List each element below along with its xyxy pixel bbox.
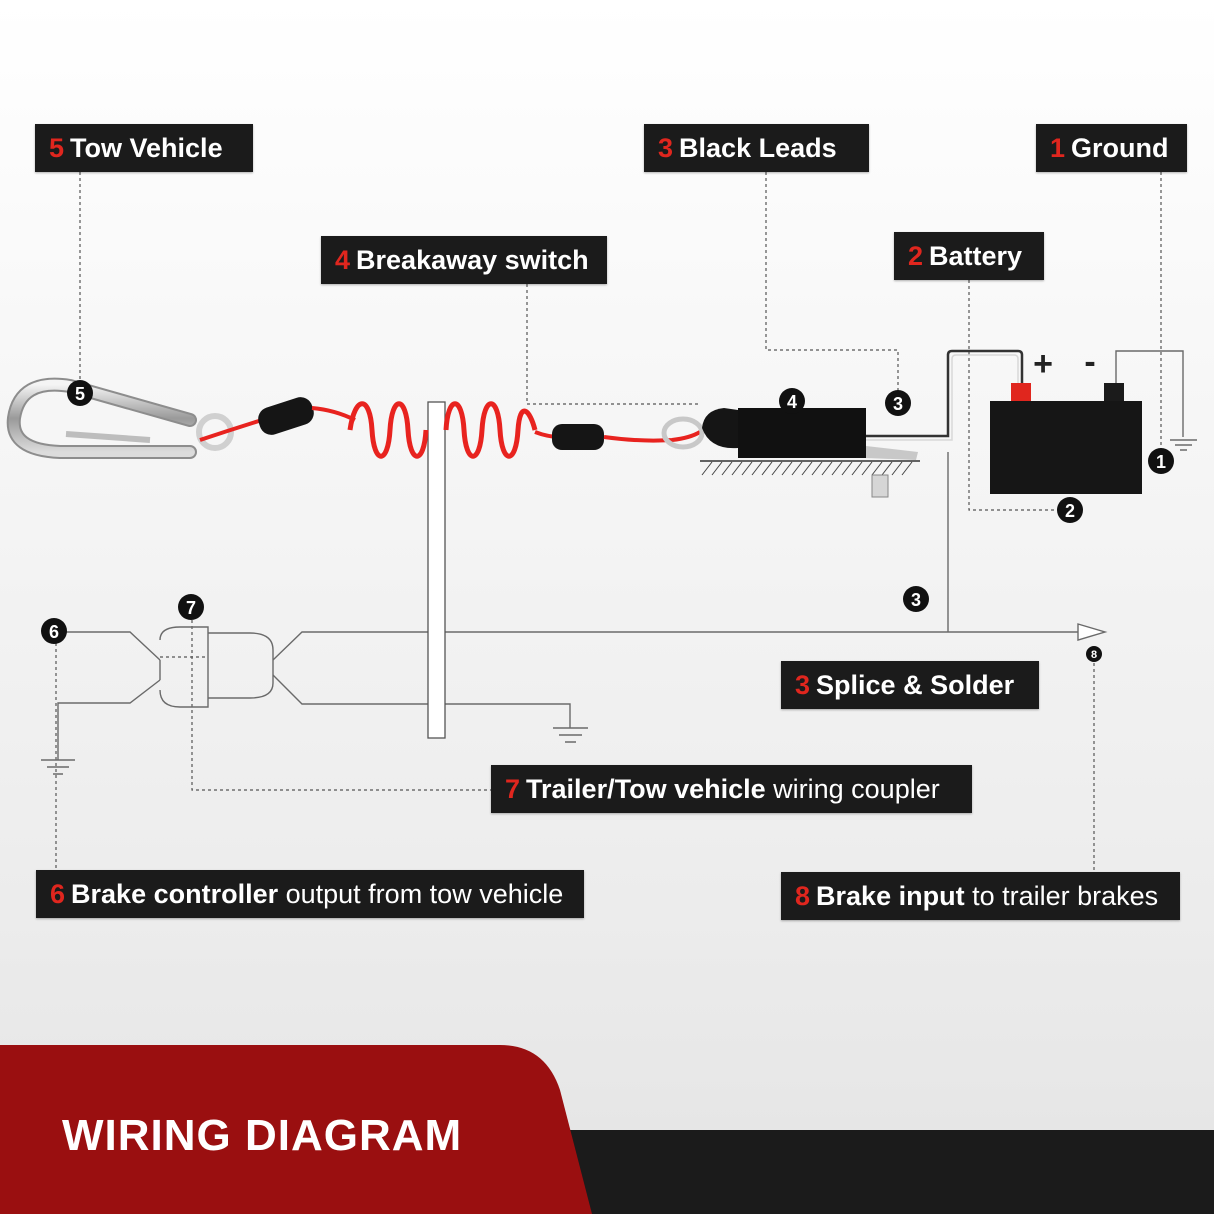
label-bold-text: Trailer/Tow vehicle — [526, 774, 766, 804]
label-number: 3 — [795, 670, 811, 700]
label-text: Splice & Solder — [816, 670, 1015, 700]
label-number: 1 — [1050, 133, 1066, 163]
badge-2: 2 — [1057, 497, 1083, 523]
leader-lines — [55, 172, 1162, 872]
label-text: Black Leads — [679, 133, 837, 163]
label-number: 7 — [505, 774, 521, 804]
svg-text:7: 7 — [186, 598, 196, 618]
battery-icon: + - — [990, 343, 1142, 494]
label-number: 4 — [335, 245, 351, 275]
svg-text:8: 8 — [1091, 649, 1097, 661]
badge-7: 7 — [178, 594, 204, 620]
coiled-cable-icon — [199, 397, 705, 459]
label-number: 3 — [658, 133, 674, 163]
badge-4: 4 — [779, 388, 805, 414]
badge-6: 6 — [41, 618, 67, 644]
svg-text:5: 5 — [75, 384, 85, 404]
label-bold-text: Brake controller — [71, 879, 279, 909]
badge-5: 5 — [67, 380, 93, 406]
svg-text:1: 1 — [1156, 452, 1166, 472]
trailer-frame-post — [427, 401, 446, 739]
label-bold-text: Brake input — [816, 881, 965, 911]
badge-8: 8 — [1086, 646, 1102, 662]
svg-text:6: 6 — [49, 622, 59, 642]
label-light-text: wiring coupler — [765, 774, 940, 804]
badge-3-splice: 3 — [903, 586, 929, 612]
battery-positive-sign: + — [1033, 345, 1053, 383]
label-text: Battery — [929, 241, 1023, 271]
breakaway-switch-icon — [700, 408, 920, 498]
label-text: Ground — [1071, 133, 1169, 163]
label-light-text: to trailer brakes — [964, 881, 1159, 911]
footer-band — [0, 1045, 1214, 1214]
battery-negative-sign: - — [1084, 343, 1095, 381]
label-number: 6 — [50, 879, 66, 909]
footer-title: WIRING DIAGRAM — [62, 1111, 463, 1160]
label-number: 8 — [795, 881, 811, 911]
badge-3-black-leads: 3 — [885, 390, 911, 416]
label-text: Tow Vehicle — [70, 133, 223, 163]
carabiner-icon — [6, 377, 234, 459]
label-number: 5 — [49, 133, 65, 163]
label-text: Breakaway switch — [356, 245, 589, 275]
badge-1: 1 — [1148, 448, 1174, 474]
svg-text:3: 3 — [911, 590, 921, 610]
svg-text:3: 3 — [893, 394, 903, 414]
label-number: 2 — [908, 241, 924, 271]
svg-text:4: 4 — [787, 392, 797, 412]
label-light-text: output from tow vehicle — [278, 879, 564, 909]
svg-text:2: 2 — [1065, 501, 1075, 521]
